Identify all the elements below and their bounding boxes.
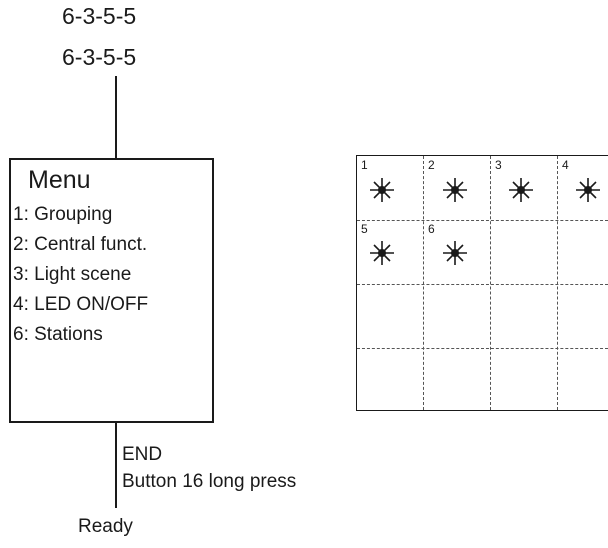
station-cell-6[interactable]: 6 xyxy=(424,220,491,284)
connector-menu-to-ready xyxy=(115,423,117,508)
station-number: 1 xyxy=(361,158,368,172)
station-number: 5 xyxy=(361,222,368,236)
grid-divider-horizontal xyxy=(357,284,608,285)
grid-divider-horizontal xyxy=(357,348,608,349)
station-number: 3 xyxy=(495,158,502,172)
menu-item-stations[interactable]: 6: Stations xyxy=(13,324,103,345)
menu-item-central-function[interactable]: 2: Central funct. xyxy=(13,234,148,255)
station-cell-1[interactable]: 1 xyxy=(357,156,424,220)
grid-divider-vertical xyxy=(490,156,491,410)
exit-instruction-label: Button 16 long press xyxy=(122,471,297,492)
sequence-code-line-1: 6-3-5-5 xyxy=(62,3,137,29)
station-number: 4 xyxy=(562,158,569,172)
station-cell-3[interactable]: 3 xyxy=(491,156,558,220)
grid-divider-vertical xyxy=(557,156,558,410)
station-number: 6 xyxy=(428,222,435,236)
station-cell-4[interactable]: 4 xyxy=(558,156,608,220)
menu-item-light-scene[interactable]: 3: Light scene xyxy=(13,264,132,285)
menu-item-led-toggle[interactable]: 4: LED ON/OFF xyxy=(13,294,149,315)
menu-item-grouping[interactable]: 1: Grouping xyxy=(13,204,113,225)
station-cell-2[interactable]: 2 xyxy=(424,156,491,220)
connector-code-to-menu xyxy=(115,76,117,158)
ready-state-label: Ready xyxy=(78,516,133,537)
station-cell-5[interactable]: 5 xyxy=(357,220,424,284)
station-grid: 1 2 3 xyxy=(356,155,608,411)
exit-action-label: END xyxy=(122,444,163,465)
grid-divider-horizontal xyxy=(357,220,608,221)
menu-title: Menu xyxy=(28,166,91,194)
sequence-code-line-2: 6-3-5-5 xyxy=(62,44,137,70)
menu-display: Menu 1: Grouping 2: Central funct. 3: Li… xyxy=(9,158,214,423)
station-number: 2 xyxy=(428,158,435,172)
grid-divider-vertical xyxy=(423,156,424,410)
